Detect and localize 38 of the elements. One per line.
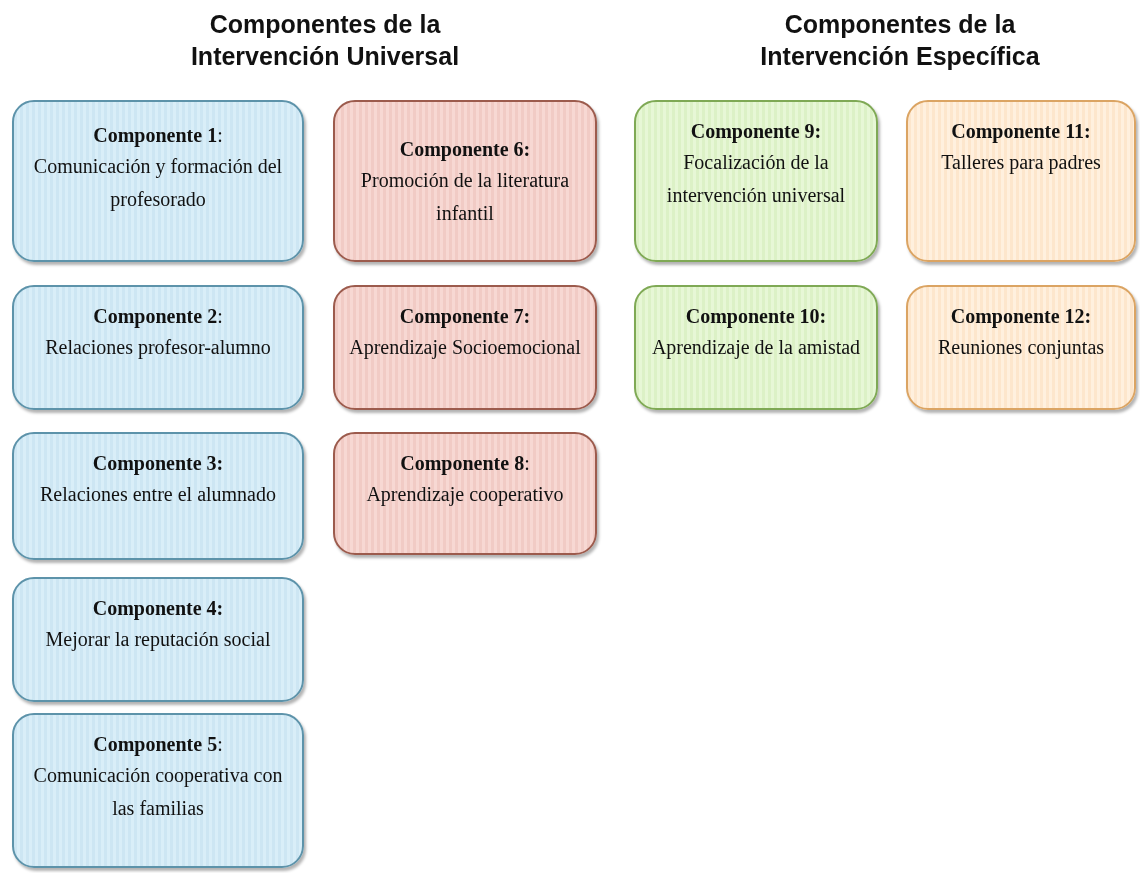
component-title: Componente 1: — [93, 123, 223, 149]
component-description: Promoción de la literatura infantil — [359, 168, 571, 226]
component-title: Componente 10: — [685, 304, 827, 330]
component-title: Componente 5: — [93, 732, 223, 758]
component-title: Componente 7: — [399, 304, 531, 330]
component-title: Componente 6: — [399, 137, 531, 163]
component-title: Componente 8: — [400, 451, 530, 477]
component-box — [333, 285, 597, 410]
component-box — [634, 100, 878, 262]
component-box — [333, 100, 597, 262]
component-box — [12, 285, 304, 410]
component-box — [12, 432, 304, 560]
component-box — [906, 285, 1136, 410]
component-title: Componente 9: — [690, 119, 822, 145]
component-description: Relaciones profesor-alumno — [45, 335, 271, 361]
component-description: Focalización de la intervención universal — [665, 150, 847, 208]
component-description: Relaciones entre el alumnado — [40, 482, 276, 507]
component-box — [906, 100, 1136, 262]
component-description: Mejorar la reputación social — [45, 627, 271, 653]
component-box — [12, 577, 304, 702]
component-box — [333, 432, 597, 555]
component-description: Comunicación cooperativa con las familias — [32, 763, 284, 821]
component-description: Comunicación y formación del profesorado — [32, 154, 284, 213]
component-title: Componente 11: — [951, 119, 1091, 145]
component-title: Componente 4: — [92, 596, 224, 622]
component-description: Aprendizaje Socioemocional — [349, 335, 581, 361]
component-description: Aprendizaje de la amistad — [651, 335, 861, 361]
column-heading: Componentes de la Intervención Específica — [759, 9, 1041, 72]
component-title: Componente 2: — [93, 304, 223, 330]
component-title: Componente 3: — [92, 451, 224, 477]
component-title: Componente 12: — [950, 304, 1092, 330]
column-heading: Componentes de la Intervención Universal — [189, 9, 461, 72]
component-box — [12, 100, 304, 262]
component-description: Aprendizaje cooperativo — [366, 482, 564, 508]
component-box — [12, 713, 304, 868]
component-description: Reuniones conjuntas — [937, 335, 1105, 361]
component-box — [634, 285, 878, 410]
component-description: Talleres para padres — [941, 150, 1101, 176]
